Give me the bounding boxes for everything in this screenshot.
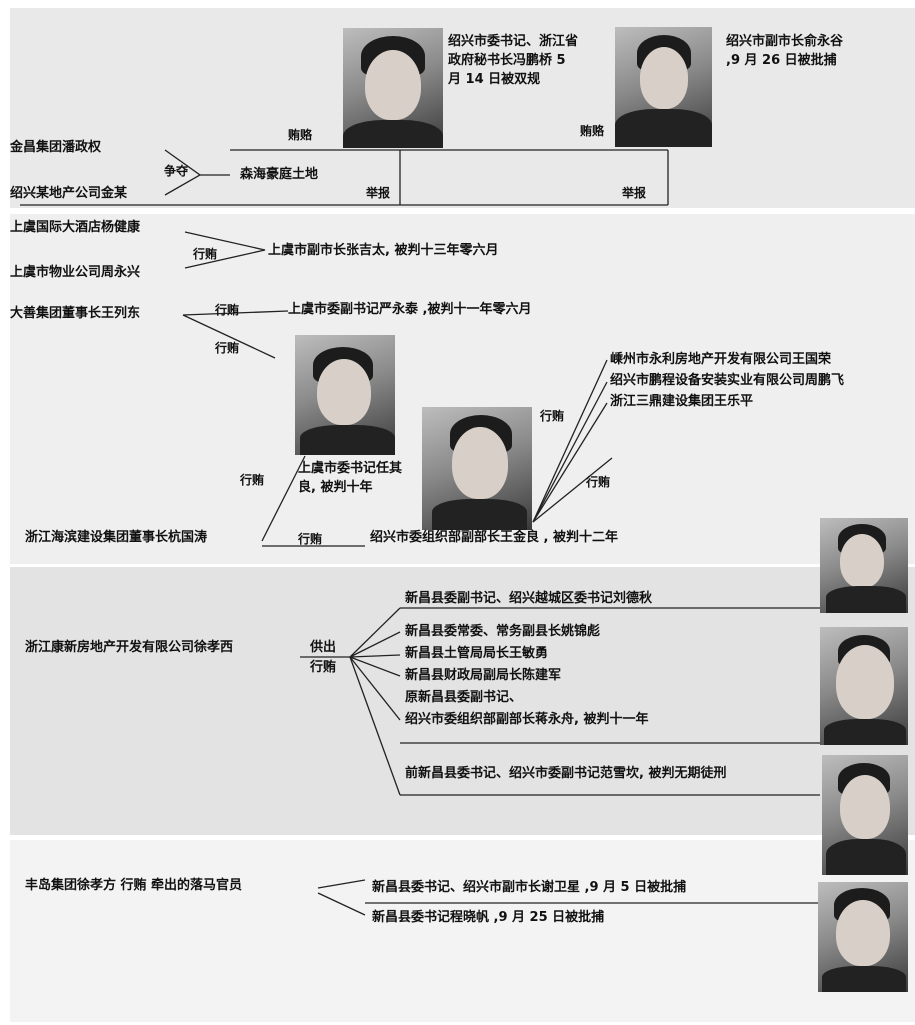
label-cheng-xiaofan: 新昌县委书记程晓帆 ,9 月 25 日被批捕 [372,910,605,925]
connector [317,879,366,889]
label-bribe-1: 贿赂 [288,128,313,142]
caption-yu-yonggu: 绍兴市副市长俞永谷 ,9 月 26 日被批捕 [726,34,844,68]
label-bribe-6: 行贿 [240,473,265,487]
connector [317,892,366,916]
connector [184,231,266,269]
photo-feng-pengqiao [343,28,443,148]
label-gongchu: 供出 [310,640,337,655]
caption-feng-pengqiao: 绍兴市委书记、浙江省政府秘书长冯鹏桥 5 月 14 日被双规 [448,34,579,87]
label-report-2: 举报 [622,186,647,200]
label-jin-mou: 绍兴某地产公司金某 [10,186,128,201]
label-hang-guotao: 浙江海滨建设集团董事长杭国涛 [25,530,208,545]
label-zhang-jitai: 上虞市副市长张吉太, 被判十三年零六月 [268,243,499,258]
label-bribe-8: 行贿 [540,409,565,423]
label-wang-guorong: 嵊州市永利房地产开发有限公司王国荣 [610,352,832,367]
photo-xie-weixing [818,882,908,992]
panel-case-1 [10,8,915,208]
panel-case-3 [10,567,915,835]
label-yao-jinbiao: 新昌县委常委、常务副县长姚锦彪 [405,624,601,639]
connector [261,455,306,542]
connector [349,654,401,658]
label-wang-liedong: 大善集团董事长王列东 [10,306,141,321]
label-wang-minyong: 新昌县土管局局长王敏勇 [405,646,549,661]
connector [349,607,401,658]
label-yang-jiankang: 上虞国际大酒店杨健康 [10,220,141,235]
connector [532,402,608,523]
label-zhengduo: 争夺 [164,164,189,178]
label-bribe-3: 行贿 [193,247,218,261]
caption-ren-qiliang: 上虞市委书记任其良, 被判十年 [298,461,403,495]
label-pan-zhengquan: 金昌集团潘政权 [10,140,102,155]
label-jiang-1: 原新昌县委副书记、 [405,690,523,705]
photo-wang-jinliang [422,407,532,530]
label-jiang-2: 绍兴市委组织部副部长蒋永舟, 被判十一年 [405,712,649,727]
connector [349,656,401,677]
label-chen-jianjun: 新昌县财政局副局长陈建军 [405,668,562,683]
label-bribe-5: 行贿 [215,341,240,355]
label-bribe-9: 行贿 [586,475,611,489]
photo-liu-deqiu [820,518,908,613]
label-zhou-yongxing: 上虞市物业公司周永兴 [10,265,141,280]
label-zhou-pengfei: 绍兴市鹏程设备安装实业有限公司周鹏飞 [610,373,845,388]
label-xie-weixing: 新昌县委书记、绍兴市副市长谢卫星 ,9 月 5 日被批捕 [372,880,687,895]
connector [182,314,276,359]
label-yan-yongtai: 上虞市委副书记严永泰 ,被判十一年零六月 [288,302,532,317]
photo-ren-qiliang [295,335,395,455]
label-bribe-10: 行贿 [310,660,337,675]
connector [349,631,401,658]
label-bribe-2: 贿赂 [580,124,605,138]
photo-jiang-yongzhou [820,627,908,745]
connector [532,359,608,523]
label-xu-xiaofang: 丰岛集团徐孝方 行贿 牵出的落马官员 [25,878,243,893]
label-land: 森海豪庭土地 [240,167,319,182]
connector [349,656,401,721]
label-fan-xuekan: 前新昌县委书记、绍兴市委副书记范雪坎, 被判无期徒刑 [405,766,727,781]
label-wang-jinliang: 绍兴市委组织部副部长王金良 , 被判十二年 [370,530,618,545]
photo-fan-xuekan [822,755,908,875]
label-liu-deqiu: 新昌县委副书记、绍兴越城区委书记刘德秋 [405,591,653,606]
connector [532,381,608,523]
label-report-1: 举报 [366,186,391,200]
connector [532,457,613,523]
photo-yu-yonggu [615,27,712,147]
panel-case-4 [10,840,915,1022]
connector [349,656,401,796]
label-xu-xiaoxi: 浙江康新房地产开发有限公司徐孝西 [25,640,234,655]
connector [182,310,289,316]
label-bribe-7: 行贿 [298,532,323,546]
label-wang-leping: 浙江三鼎建设集团王乐平 [610,394,754,409]
label-bribe-4: 行贿 [215,303,240,317]
